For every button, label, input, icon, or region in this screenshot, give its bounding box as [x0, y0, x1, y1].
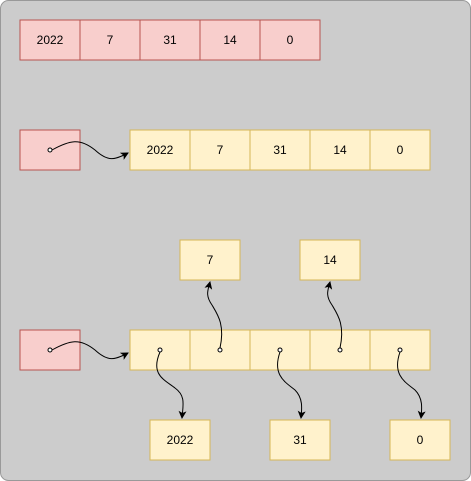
cell-label: 0 [417, 433, 424, 447]
pointer-arrow [277, 351, 306, 419]
cell-label: 31 [293, 433, 307, 447]
pointer-origin-dot [47, 347, 53, 353]
pointer-origin-dot [337, 347, 343, 353]
pointer-arrow [324, 281, 343, 349]
cell-label: 2022 [167, 433, 194, 447]
pointer-origin-dot [157, 347, 163, 353]
pointer-arrow [156, 351, 187, 419]
cell-label: 7 [107, 33, 114, 47]
array-cell: 14 [309, 129, 371, 171]
value-array: 2022 7 31 14 0 [19, 19, 321, 61]
target-box: 14 [299, 239, 361, 281]
pointer-to-array: 2022 7 31 14 0 [19, 129, 431, 171]
value-array-cell: 2022 [19, 19, 81, 61]
value-array-cell: 14 [199, 19, 261, 61]
cell-label: 0 [287, 33, 294, 47]
array-cell: 31 [249, 129, 311, 171]
cell-label: 14 [323, 253, 337, 267]
cell-label: 2022 [147, 143, 174, 157]
pointer-origin-dot [217, 347, 223, 353]
target-box: 2022 [149, 419, 211, 461]
array-cell: 0 [369, 129, 431, 171]
pointer-origin-dot [397, 347, 403, 353]
pointer-arrow [204, 281, 223, 349]
cell-label: 14 [333, 143, 347, 157]
pointer-arrow [51, 141, 129, 160]
target-box: 7 [179, 239, 241, 281]
pointer-origin-dot [277, 347, 283, 353]
value-array-cell: 31 [139, 19, 201, 61]
value-array-cell: 0 [259, 19, 321, 61]
value-array-cell: 7 [79, 19, 141, 61]
cell-label: 14 [223, 33, 237, 47]
array-cell: 2022 [129, 129, 191, 171]
array-cell: 7 [189, 129, 251, 171]
pointer-arrow [397, 351, 426, 419]
cell-label: 31 [163, 33, 177, 47]
cell-label: 7 [217, 143, 224, 157]
target-box: 31 [269, 419, 331, 461]
pointer-origin-dot [47, 147, 53, 153]
target-box: 0 [389, 419, 451, 461]
cell-label: 0 [397, 143, 404, 157]
cell-label: 7 [207, 253, 214, 267]
cell-label: 31 [273, 143, 287, 157]
cell-label: 2022 [37, 33, 64, 47]
pointer-arrow [51, 341, 129, 360]
pointer-to-pointer-array: 7 14 2022 31 0 [19, 239, 451, 461]
